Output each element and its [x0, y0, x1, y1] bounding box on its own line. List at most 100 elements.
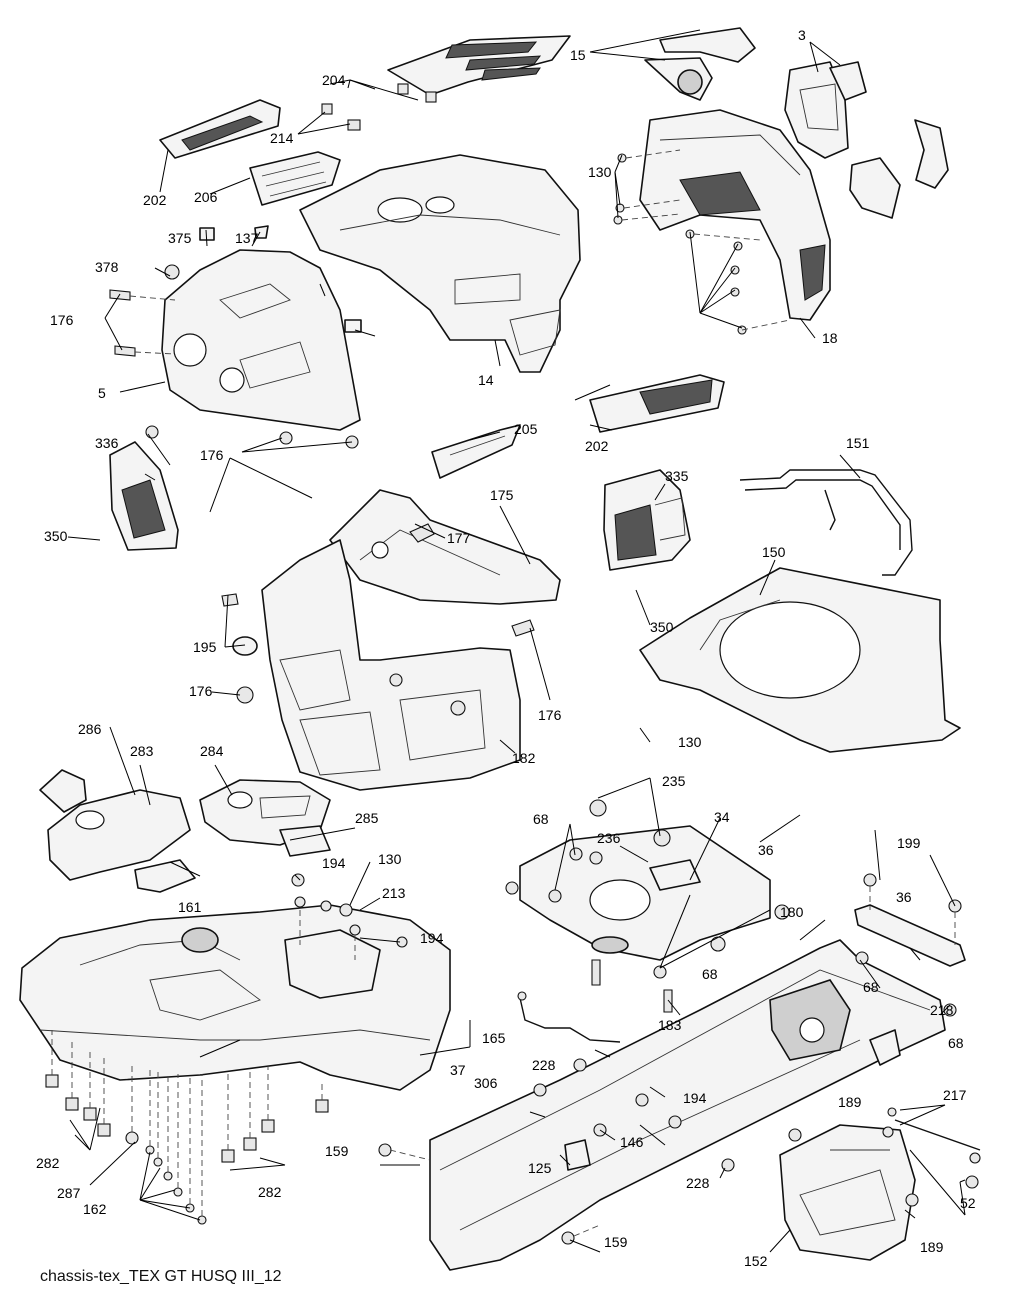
leader-line: [209, 177, 251, 195]
leader-line: [74, 1134, 91, 1151]
callout-375: 375: [168, 230, 192, 246]
leader-line: [939, 1004, 951, 1016]
callout-165: 165: [482, 1030, 506, 1046]
leader-line: [554, 823, 571, 891]
part-bracket-218: [854, 873, 966, 1017]
leader-line: [329, 79, 351, 85]
leader-line: [354, 329, 376, 337]
leader-line: [959, 1181, 966, 1216]
callout-194: 194: [420, 930, 444, 946]
callout-194: 194: [322, 855, 346, 871]
diagram-caption: chassis-tex_TEX GT HUSQ III_12: [40, 1268, 282, 1285]
part-bracket-151: [739, 469, 913, 576]
callout-52: 52: [960, 1195, 976, 1211]
callout-283: 283: [130, 743, 154, 759]
leader-line: [229, 1164, 286, 1171]
leader-line: [929, 854, 956, 907]
leader-line: [139, 1151, 151, 1201]
leader-line: [619, 845, 649, 863]
callout-137: 137: [235, 230, 259, 246]
leader-line: [469, 431, 501, 441]
callout-214: 214: [270, 130, 294, 146]
part-bolts-130-front: [613, 149, 791, 335]
leader-line: [689, 231, 701, 314]
callout-199: 199: [897, 835, 921, 851]
leader-line: [639, 727, 651, 743]
callout-3: 3: [798, 27, 806, 43]
leader-line: [347, 79, 351, 89]
callout-159: 159: [325, 1143, 349, 1159]
callout-180: 180: [780, 904, 804, 920]
leader-line: [414, 523, 446, 539]
leader-line: [499, 505, 531, 565]
leader-line: [959, 1179, 966, 1183]
leader-line: [719, 1167, 726, 1179]
leader-line: [359, 897, 381, 911]
callout-159: 159: [604, 1234, 628, 1250]
leader-line: [589, 29, 701, 53]
part-right-cover-335: [603, 469, 691, 571]
callout-175: 175: [490, 487, 514, 503]
callout-161: 161: [178, 899, 202, 915]
callout-34: 34: [714, 809, 730, 825]
leader-line: [297, 111, 326, 135]
part-side-panel-202-right: [589, 374, 725, 433]
leader-line: [909, 1149, 966, 1216]
leader-line: [699, 243, 739, 314]
callout-202: 202: [585, 438, 609, 454]
leader-line: [209, 457, 231, 513]
callout-176: 176: [538, 707, 562, 723]
leader-line: [251, 231, 261, 247]
callout-350: 350: [44, 528, 68, 544]
leader-line: [154, 267, 171, 277]
callout-176: 176: [189, 683, 213, 699]
leader-line: [297, 123, 351, 135]
part-left-cover-336: [109, 441, 179, 551]
leader-line: [904, 1209, 916, 1219]
leader-line: [699, 312, 743, 329]
callout-205: 205: [514, 421, 538, 437]
leader-line: [909, 947, 921, 961]
part-mounting-plate-175: [329, 489, 561, 605]
leader-line: [69, 1119, 91, 1151]
callout-130: 130: [378, 851, 402, 867]
leader-line: [559, 1154, 571, 1166]
leader-line: [319, 283, 326, 297]
callout-151: 151: [846, 435, 870, 451]
leader-line: [639, 1124, 666, 1146]
callout-282: 282: [258, 1184, 282, 1200]
part-engine-plate-34: [505, 799, 790, 1013]
part-bolts-36-194: [291, 873, 408, 960]
callout-150: 150: [762, 544, 786, 560]
leader-line: [569, 1239, 601, 1253]
leader-line: [569, 823, 576, 856]
part-dash-console: [161, 249, 361, 431]
callout-286: 286: [78, 721, 102, 737]
leader-line: [119, 381, 166, 393]
callout-125: 125: [528, 1160, 552, 1176]
leader-line: [809, 41, 819, 73]
leader-line: [659, 894, 691, 969]
leader-line: [899, 1104, 946, 1126]
callout-350: 350: [650, 619, 674, 635]
callout-15: 15: [570, 47, 586, 63]
leader-line: [241, 441, 353, 453]
leader-line: [529, 627, 551, 701]
part-rod-165: [517, 991, 621, 1043]
callout-336: 336: [95, 435, 119, 451]
callout-235: 235: [662, 773, 686, 789]
leader-line: [839, 454, 861, 479]
leader-line: [699, 267, 736, 314]
leader-line: [597, 777, 651, 799]
leader-line: [294, 874, 301, 881]
callout-204: 204: [322, 72, 346, 88]
callout-218: 218: [930, 1002, 954, 1018]
leader-line: [349, 861, 371, 906]
callout-176: 176: [200, 447, 224, 463]
callout-176: 176: [50, 312, 74, 328]
leader-line: [89, 1141, 136, 1186]
leader-line: [667, 999, 681, 1016]
callout-228: 228: [686, 1175, 710, 1191]
leader-line: [799, 317, 816, 339]
